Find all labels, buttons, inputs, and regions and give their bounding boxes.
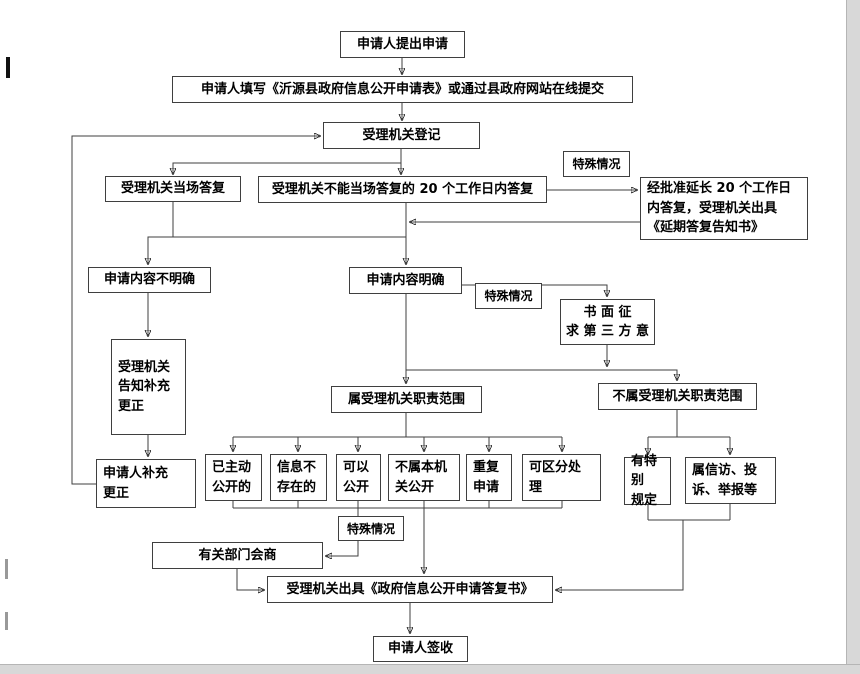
- node-info-not-exist: 信息不 存在的: [270, 454, 327, 501]
- node-submit-application: 申请人提出申请: [340, 31, 465, 58]
- node-seek-third-party: 书 面 征 求 第 三 方 意: [560, 299, 655, 345]
- node-separable-handling: 可区分处 理: [522, 454, 601, 501]
- scan-artifact: [6, 57, 10, 78]
- label-special-case-2: 特殊情况: [475, 283, 542, 309]
- node-department-consultation: 有关部门会商: [152, 542, 323, 569]
- node-can-disclose: 可以 公开: [336, 454, 381, 501]
- label-special-case-1: 特殊情况: [563, 151, 630, 177]
- node-fill-form: 申请人填写《沂源县政府信息公开申请表》或通过县政府网站在线提交: [172, 76, 633, 103]
- node-outside-scope: 不属受理机关职责范围: [598, 383, 757, 410]
- node-already-public: 已主动 公开的: [205, 454, 262, 501]
- node-content-unclear: 申请内容不明确: [88, 267, 211, 293]
- scan-artifact: [5, 612, 8, 630]
- node-issue-reply: 受理机关出具《政府信息公开申请答复书》: [267, 576, 553, 603]
- node-extended-reply: 经批准延长 20 个工作日 内答复，受理机关出具 《延期答复告知书》: [640, 177, 808, 240]
- scan-artifact: [5, 559, 8, 579]
- node-20day-reply: 受理机关不能当场答复的 20 个工作日内答复: [258, 176, 547, 203]
- node-within-scope: 属受理机关职责范围: [331, 386, 482, 413]
- page-edge-bottom: [0, 664, 860, 674]
- node-onspot-reply: 受理机关当场答复: [105, 176, 241, 202]
- node-applicant-supplement: 申请人补充 更正: [96, 459, 196, 508]
- node-register: 受理机关登记: [323, 122, 480, 149]
- node-notify-supplement: 受理机关 告知补充 更正: [111, 339, 186, 435]
- node-repeat-application: 重复 申请: [466, 454, 512, 501]
- node-applicant-sign: 申请人签收: [373, 636, 468, 662]
- page-edge-right: [846, 0, 860, 674]
- node-not-this-agency: 不属本机 关公开: [388, 454, 460, 501]
- label-special-case-3: 特殊情况: [338, 516, 404, 541]
- node-content-clear: 申请内容明确: [349, 267, 462, 294]
- node-special-provisions: 有特别 规定: [624, 454, 671, 508]
- node-petition-complaint: 属信访、投 诉、举报等: [685, 457, 776, 504]
